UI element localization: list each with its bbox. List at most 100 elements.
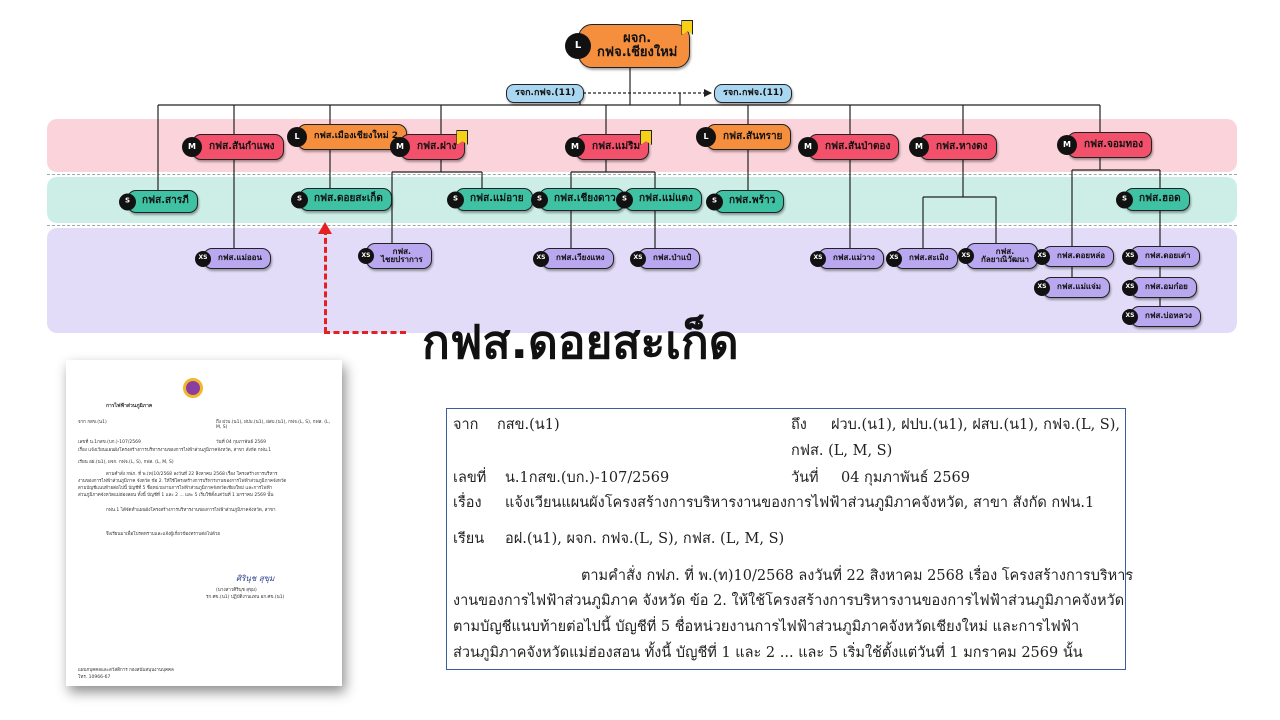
level-badge: L <box>696 127 716 147</box>
office-node-m: M กฟส.สันป่าตอง <box>798 134 900 160</box>
level-badge: S <box>706 193 723 210</box>
level-badge: M <box>798 137 818 157</box>
doc-body-line: งานของการไฟฟ้าส่วนภูมิภาค จังหวัด ข้อ 2.… <box>78 479 287 484</box>
band-divider <box>47 225 1237 226</box>
highlight-label: กฟส.ดอยสะเก็ด <box>422 315 739 369</box>
memo-body-line: ตามบัญชีแนบท้ายต่อไปนี้ บัญชีที่ 5 ชื่อห… <box>453 619 1080 635</box>
deputy-node: รจก.กฟจ.(11) <box>714 84 793 103</box>
memo-to-value: ฝวบ.(น1), ฝปบ.(น1), ฝสบ.(น1), กฟจ.(L, S)… <box>831 417 1120 433</box>
office-node-m: M กฟส.แม่ริม <box>565 130 653 160</box>
doc-footer: แผนกบุคคลและสวัสดิการ กองสนับสนุนงานบุคค… <box>78 668 174 673</box>
memo-attention-value: อฝ.(น1), ผจก. กฟจ.(L, S), กฟส. (L, M, S) <box>505 531 785 547</box>
doc-closing: จึงเรียนมาเพื่อโปรดทราบและแจ้งผู้เกี่ยวข… <box>106 532 221 537</box>
level-badge: XS <box>1122 248 1138 265</box>
office-label: กฟส.แม่แตง <box>639 193 693 205</box>
level-badge: S <box>531 191 548 208</box>
office-label: กฟส.สันป่าตอง <box>825 140 891 152</box>
office-label: กฟส.แม่ออน <box>218 253 262 263</box>
pea-logo-icon <box>183 378 203 398</box>
memo-subject-value: แจ้งเวียนแผนผังโครงสร้างการบริหารงานของก… <box>505 495 1095 511</box>
memo-number-label: เลขที่ <box>453 470 487 486</box>
office-label: กฟส.หางดง <box>936 140 988 152</box>
office-label: กฟส.สะเมิง <box>909 253 949 263</box>
doc-org-name: การไฟฟ้าส่วนภูมิภาค <box>106 403 153 409</box>
highlight-arrow-head <box>318 222 332 234</box>
office-node-l: L กฟส.สันทราย <box>696 124 792 150</box>
level-badge: S <box>616 191 633 208</box>
office-label: กฟส.แม่ริม <box>592 140 641 152</box>
memo-subject-label: เรื่อง <box>453 495 482 511</box>
head-node-chiang-mai: L ผจก. กฟจ.เชียงใหม่ <box>565 20 694 68</box>
level-badge: XS <box>533 250 549 267</box>
level-badge: XS <box>1122 279 1138 296</box>
office-label: กฟส.แม่วาง <box>833 253 875 263</box>
office-label: กฟส.ดอยเต่า <box>1145 251 1191 261</box>
level-badge: M <box>1057 135 1077 155</box>
memo-body-line: ส่วนภูมิภาคจังหวัดแม่ฮ่องสอน ทั้งนี้ บัญ… <box>453 645 1083 661</box>
bookmark-icon <box>640 130 653 145</box>
office-label: กฟส.อมก๋อย <box>1145 282 1188 292</box>
office-node-xs: XS กฟส.สะเมิง <box>886 248 958 269</box>
level-badge: S <box>1116 191 1133 208</box>
memo-date-value: 04 กุมภาพันธ์ 2569 <box>841 470 970 486</box>
doc-from: จาก กสข.(น1) <box>78 420 107 425</box>
doc-date: วันที่ 04 กุมภาพันธ์ 2569 <box>216 440 267 445</box>
office-label: กฟส.เวียงแหง <box>556 253 605 263</box>
office-label: กฟส.แม่อาย <box>470 193 524 205</box>
level-badge: XS <box>630 250 646 267</box>
head-node-title: ผจก. <box>623 31 652 47</box>
doc-body-line: ตามคำสั่ง กฟภ. ที่ พ.(ท)10/2568 ลงวันที่… <box>106 472 278 477</box>
level-badge: M <box>909 137 929 157</box>
signature: ศิรินุช สุขุม <box>236 574 275 583</box>
office-node-s: S กฟส.แม่แตง <box>616 188 702 211</box>
head-node-subtitle: กฟจ.เชียงใหม่ <box>597 45 678 60</box>
memo-from-label: จาก <box>453 417 479 433</box>
office-node-xs: XS กฟส.อมก๋อย <box>1122 277 1197 298</box>
highlight-arrow <box>324 229 327 333</box>
memo-date-label: วันที่ <box>791 470 819 486</box>
doc-signer-name: (นางสาวศิรินุช สุขุม) <box>216 588 257 593</box>
office-node-xs: XS กฟส.ดอยเต่า <box>1122 246 1200 267</box>
office-label: กฟส.สารภี <box>142 195 189 207</box>
office-label: กฟส.สันทราย <box>723 130 783 142</box>
level-badge: XS <box>886 250 902 267</box>
level-badge: L <box>287 127 307 147</box>
office-label: กฟส.พร้าว <box>729 195 776 207</box>
bookmark-icon <box>681 20 694 35</box>
office-node-xs: XS กฟส.ป่าแป๋ <box>630 248 701 269</box>
office-label: กฟส.ดอยสะเก็ด <box>314 193 383 205</box>
office-label: กฟส.ป่าแป๋ <box>653 253 692 263</box>
level-badge: XS <box>1034 248 1050 265</box>
doc-body-line: กฟน.1 ได้จัดทำแผนผังโครงสร้างการบริหารงา… <box>106 508 276 513</box>
level-badge: XS <box>958 248 974 264</box>
office-label: กฟส.สันกำแพง <box>209 140 275 152</box>
memo-excerpt: จาก กสข.(น1) ถึง ฝวบ.(น1), ฝปบ.(น1), ฝสบ… <box>446 408 1133 670</box>
office-label: กฟส.ฮอด <box>1139 193 1181 205</box>
doc-body-line: ส่วนภูมิภาคจังหวัดแม่ฮ่องสอน ทั้งนี้ บัญ… <box>78 493 274 498</box>
doc-subject: เรื่อง แจ้งเวียนแผนผังโครงสร้างการบริหาร… <box>78 448 272 453</box>
office-label: กฟส. ไชยปราการ <box>381 246 423 264</box>
doc-body-line: ตามบัญชีแนบท้ายต่อไปนี้ บัญชีที่ 5 ชื่อห… <box>78 486 273 491</box>
doc-signer-title: รก.ศข.(น1) ปฏิบัติงานแทน อก.ศข.(น1) <box>206 595 285 600</box>
level-badge: M <box>390 137 410 157</box>
level-badge: L <box>565 33 591 59</box>
level-badge: XS <box>1034 279 1050 296</box>
office-node-xs: XS กฟส.ดอยหล่อ <box>1034 246 1115 267</box>
level-badge: M <box>565 137 585 157</box>
office-label: กฟส.ดอยหล่อ <box>1057 251 1106 261</box>
memo-to-label: ถึง <box>791 417 807 433</box>
level-badge: M <box>182 137 202 157</box>
memo-number-value: น.1กสข.(บก.)-107/2569 <box>505 470 670 486</box>
doc-footer: โทร. 10966-67 <box>78 675 111 680</box>
bookmark-icon <box>456 130 469 145</box>
office-label: กฟส.ฝาง <box>417 140 457 152</box>
